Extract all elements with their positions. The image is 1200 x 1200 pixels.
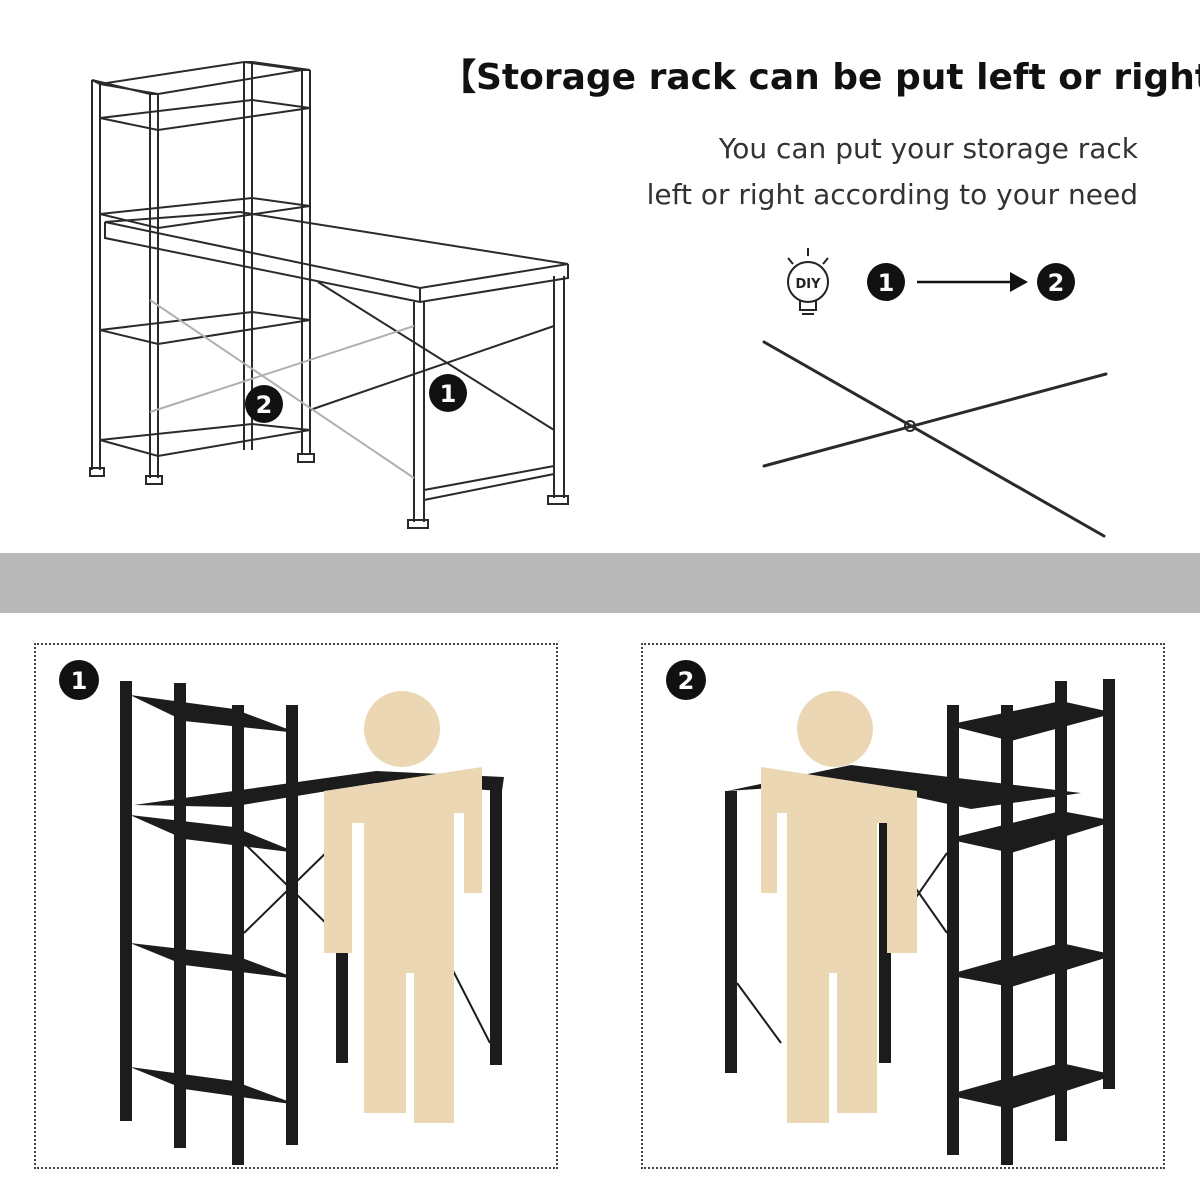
panel-marker-2: 2	[666, 660, 706, 700]
person-figure-2	[761, 691, 917, 1123]
panel-rack-right	[641, 643, 1165, 1169]
desk-line-drawing: 1 2	[89, 61, 569, 529]
step-marker-1: 1	[867, 263, 905, 301]
svg-text:2: 2	[1048, 269, 1065, 297]
divider-band	[0, 553, 1200, 613]
cross-brace-detail	[762, 340, 1108, 538]
panel-marker-1: 1	[59, 660, 99, 700]
person-figure-1	[324, 691, 482, 1123]
svg-text:1: 1	[71, 667, 88, 695]
svg-text:2: 2	[256, 391, 273, 419]
svg-text:DIY: DIY	[795, 277, 821, 292]
panel-1-illustration: 1	[59, 660, 504, 1165]
diagram-marker-2: 2	[245, 385, 283, 423]
subtitle-line-1: You can put your storage rack	[718, 132, 1138, 165]
panel-2-illustration: 2	[666, 660, 1115, 1165]
svg-text:1: 1	[440, 380, 457, 408]
diagram-marker-1: 1	[429, 374, 467, 412]
step-marker-2: 2	[1037, 263, 1075, 301]
headline: 【Storage rack can be put left or right】	[440, 57, 1200, 98]
subtitle-line-2: left or right according to your need	[646, 178, 1138, 211]
svg-text:2: 2	[678, 667, 695, 695]
arrow-right-icon	[917, 272, 1028, 292]
diy-bulb-icon: DIY	[787, 248, 829, 315]
svg-text:1: 1	[878, 269, 895, 297]
step-order: 1 2	[867, 263, 1075, 301]
panel-rack-left	[34, 643, 558, 1169]
